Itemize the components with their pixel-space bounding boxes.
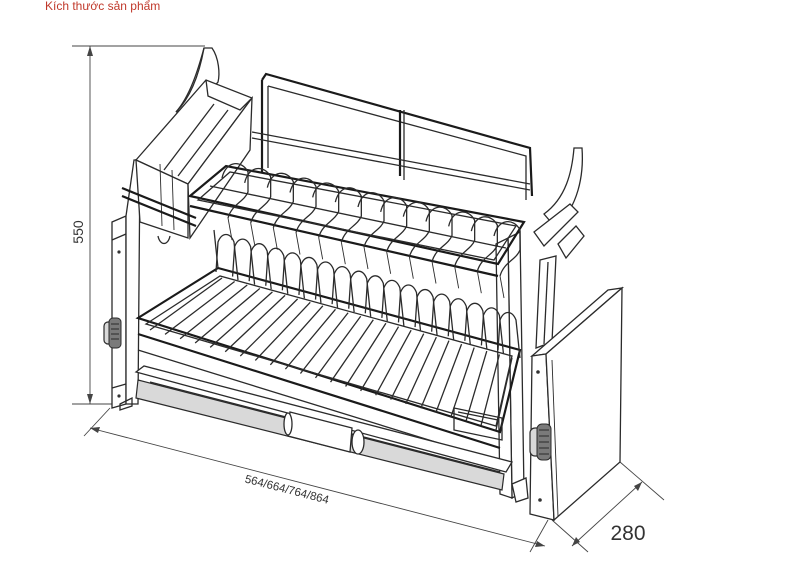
bottom-plate-dividers bbox=[215, 233, 521, 359]
top-shelf bbox=[187, 163, 526, 299]
top-plate-dividers bbox=[221, 163, 521, 299]
width-label: 564/664/764/864 bbox=[243, 473, 330, 506]
back-rail bbox=[251, 72, 534, 200]
left-side-frame bbox=[103, 47, 220, 409]
diagram-caption: Kích thước sản phẩm bbox=[45, 0, 161, 13]
bottom-basket bbox=[135, 229, 522, 463]
bottom-rail bbox=[119, 365, 514, 491]
height-dimension: 550 bbox=[70, 45, 205, 405]
right-mounting-box bbox=[511, 286, 625, 522]
depth-dimension: 280 bbox=[551, 461, 665, 553]
utensil-holder bbox=[121, 79, 254, 245]
height-label: 550 bbox=[70, 220, 86, 244]
bottom-grid-bars bbox=[149, 277, 513, 431]
depth-label: 280 bbox=[610, 522, 645, 545]
